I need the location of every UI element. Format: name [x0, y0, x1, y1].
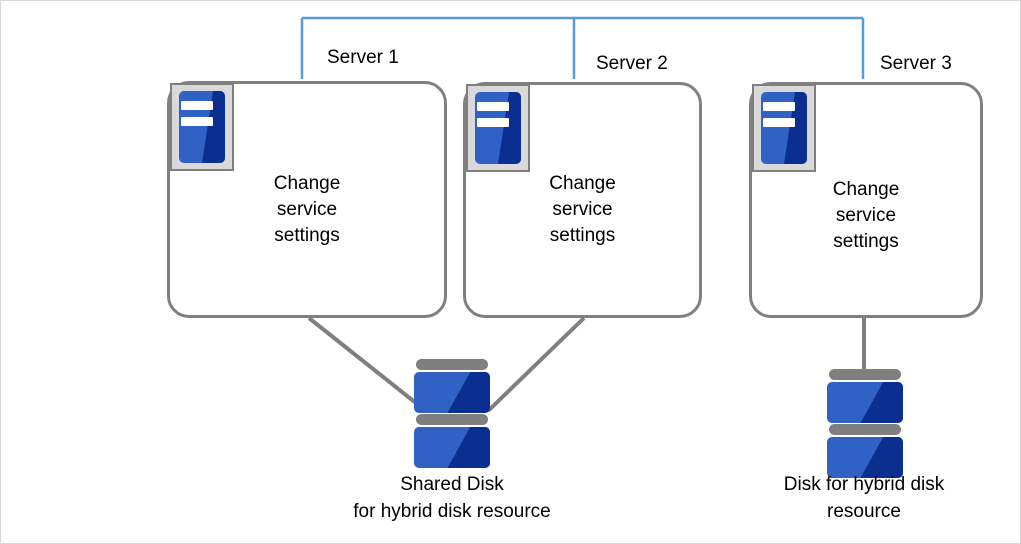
- server-drive-bay-2: [181, 117, 213, 126]
- disk-bar-top: [416, 359, 488, 370]
- connector-server1-to-shared-disk: [307, 316, 428, 413]
- server-1-box[interactable]: [167, 81, 447, 318]
- server-1-body-line-1: Change: [273, 173, 341, 194]
- disk-platter-bottom: [414, 427, 490, 468]
- server-drive-bay-2: [477, 118, 509, 127]
- server-1-body-line-2: service: [276, 199, 338, 220]
- server-drive-bay-1: [181, 101, 213, 110]
- server-2-body: Change service settings: [463, 171, 702, 249]
- server-icon: [170, 83, 234, 171]
- server-drive-bay-2: [763, 118, 795, 127]
- shared-disk-caption-line-1: Shared Disk: [400, 474, 504, 495]
- local-disk-icon: [827, 369, 903, 478]
- disk-platter-top-shade: [860, 382, 903, 423]
- server-1-body-line-3: settings: [274, 225, 340, 246]
- disk-bar-top: [829, 369, 901, 380]
- server-1-body: Change service settings: [167, 171, 447, 249]
- server-icon: [752, 84, 816, 172]
- server-icon: [466, 84, 530, 172]
- shared-disk-caption-line-2: for hybrid disk resource: [353, 501, 551, 522]
- disk-platter-bottom-shade: [447, 427, 490, 468]
- shared-disk-icon: [414, 359, 490, 468]
- disk-bar-middle: [829, 424, 901, 435]
- server-drive-bay-1: [763, 102, 795, 111]
- cluster-bracket: [300, 16, 865, 79]
- local-disk-caption-line-1: Disk for hybrid disk: [783, 474, 945, 495]
- server-drive-bay-1: [477, 102, 509, 111]
- server-3-body: Change service settings: [749, 177, 983, 255]
- server-3-caption: Server 3: [880, 53, 952, 74]
- disk-platter-top: [414, 372, 490, 413]
- disk-platter-bottom: [827, 437, 903, 478]
- local-disk-caption: Disk for hybrid disk resource: [714, 471, 1014, 525]
- server-2-body-line-2: service: [552, 199, 613, 220]
- shared-disk-caption: Shared Disk for hybrid disk resource: [292, 471, 612, 525]
- disk-bar-middle: [416, 414, 488, 425]
- disk-connectors: [307, 316, 866, 413]
- server-1-caption: Server 1: [327, 47, 399, 68]
- server-3-body-line-2: service: [835, 205, 897, 226]
- local-disk-caption-line-2: resource: [827, 501, 901, 522]
- server-2-body-line-3: settings: [549, 225, 616, 246]
- server-2-body-line-1: Change: [549, 173, 616, 194]
- server-3-body-line-3: settings: [833, 231, 899, 252]
- server-3-body-line-1: Change: [832, 179, 900, 200]
- disk-platter-top-shade: [447, 372, 490, 413]
- connector-server2-to-shared-disk: [486, 316, 586, 413]
- server-2-caption: Server 2: [596, 53, 668, 74]
- disk-platter-top: [827, 382, 903, 423]
